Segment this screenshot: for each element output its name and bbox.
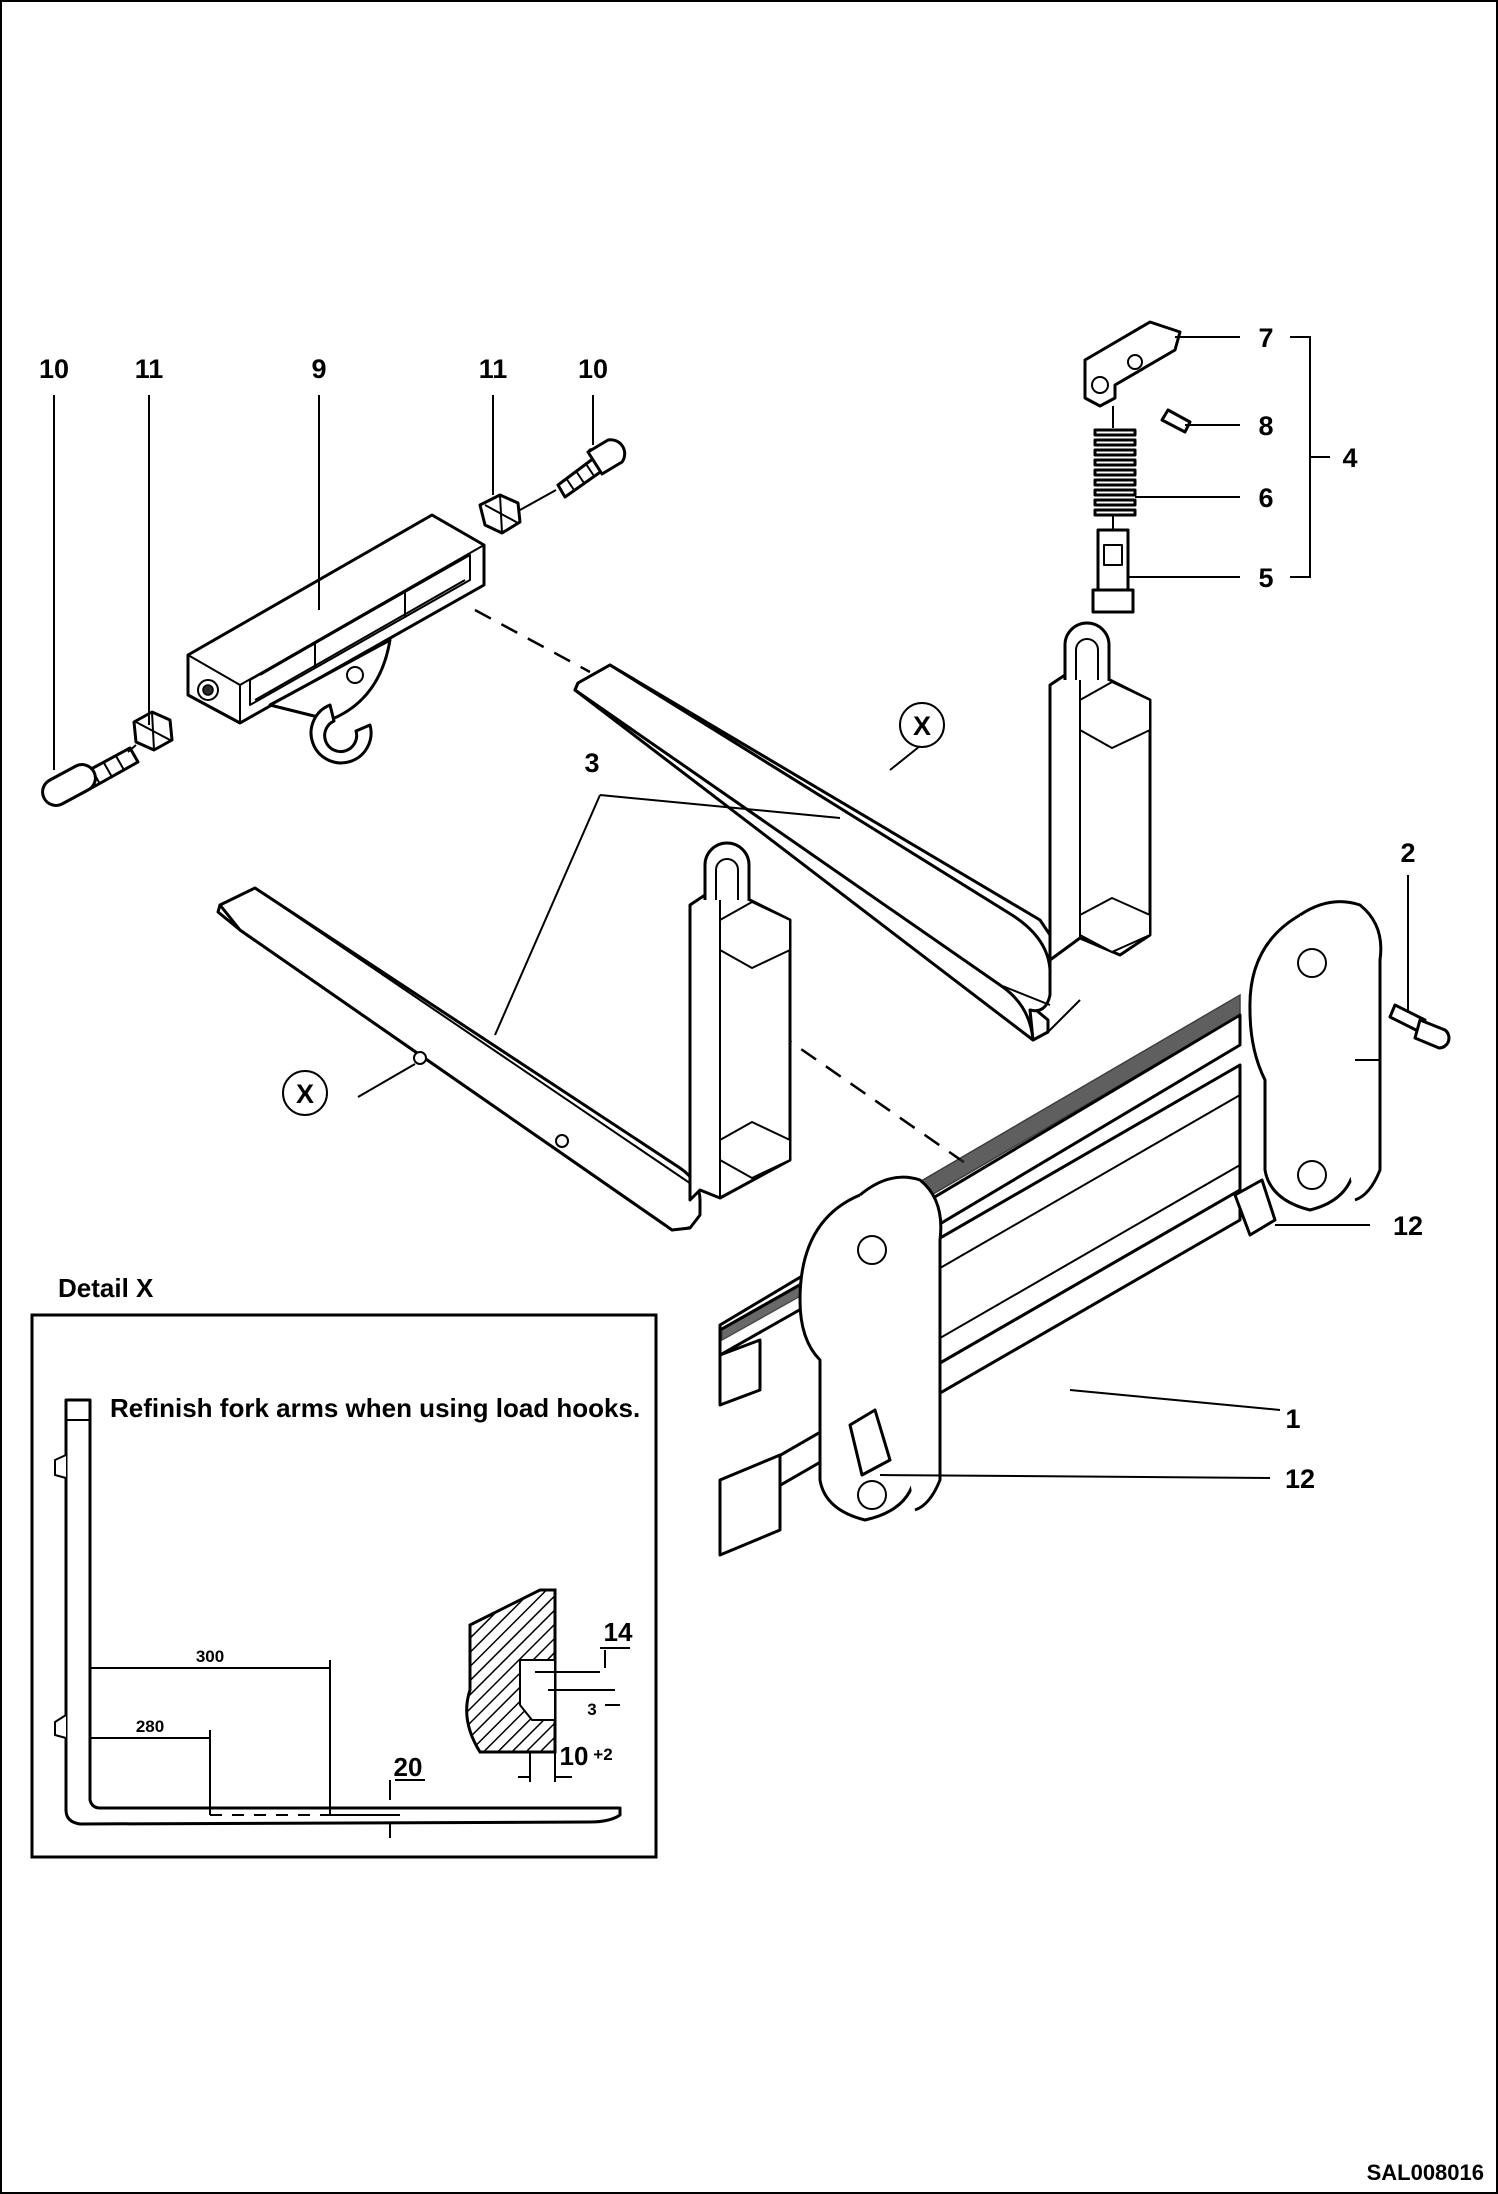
detail-x-panel: Detail X Refinish fork arms when using l… bbox=[30, 1273, 658, 1859]
fork-profile-icon bbox=[54, 1398, 622, 1826]
svg-text:X: X bbox=[296, 1079, 314, 1109]
detail-box bbox=[30, 1313, 658, 1859]
detail-title: Detail X bbox=[58, 1273, 154, 1303]
svg-text:X: X bbox=[913, 711, 931, 741]
dim-300: 300 bbox=[196, 1647, 224, 1666]
bolt-5-icon bbox=[1091, 528, 1135, 614]
detail-x-marker-front: X bbox=[282, 1070, 328, 1116]
section-view-icon: 3 bbox=[465, 1588, 620, 1782]
callout-8: 8 bbox=[1258, 411, 1273, 441]
fork-arm-rear-icon bbox=[573, 621, 1152, 1042]
bolt-right-icon bbox=[556, 438, 627, 499]
bolt-left-icon bbox=[41, 746, 140, 807]
dim-10-tolerance: +2 bbox=[593, 1745, 612, 1764]
callout-2: 2 bbox=[1400, 838, 1415, 868]
callout-12-upper: 12 bbox=[1393, 1211, 1423, 1241]
dimensions: 300 280 20 14 10 +2 bbox=[90, 1617, 633, 1838]
dim-20: 20 bbox=[394, 1752, 423, 1782]
callout-7: 7 bbox=[1258, 323, 1273, 353]
callout-11-left: 11 bbox=[135, 354, 164, 384]
callout-11-right: 11 bbox=[479, 354, 508, 384]
nut-right-icon bbox=[478, 489, 557, 535]
latch-7-icon bbox=[1083, 320, 1182, 408]
dim-small: 3 bbox=[587, 1700, 596, 1719]
dim-10: 10 bbox=[560, 1741, 589, 1771]
pin-8-icon bbox=[1160, 408, 1192, 434]
callout-6: 6 bbox=[1258, 483, 1273, 513]
alignment-line-hook bbox=[474, 608, 591, 674]
hook-body-icon bbox=[186, 513, 486, 765]
callout-12-lower: 12 bbox=[1285, 1464, 1315, 1494]
detail-x-marker-rear: X bbox=[899, 702, 945, 748]
fork-arm-front-icon bbox=[216, 841, 792, 1232]
fork-carriage-frame-icon bbox=[718, 900, 1451, 1557]
bolt-2-icon bbox=[1388, 1003, 1451, 1050]
drawing-id: SAL008016 bbox=[1367, 2160, 1484, 2185]
nut-left-icon bbox=[132, 710, 174, 752]
dim-280: 280 bbox=[136, 1717, 164, 1736]
load-hook-assembly bbox=[41, 438, 627, 807]
spring-pin-assembly bbox=[1083, 320, 1192, 614]
dim-14: 14 bbox=[604, 1617, 633, 1647]
callout-10-right: 10 bbox=[578, 354, 608, 384]
callout-10-left: 10 bbox=[39, 354, 69, 384]
callout-5: 5 bbox=[1258, 563, 1273, 593]
callout-3: 3 bbox=[584, 748, 599, 778]
callout-1: 1 bbox=[1285, 1404, 1300, 1434]
callout-9: 9 bbox=[311, 354, 326, 384]
spring-6-icon bbox=[1093, 428, 1137, 517]
callout-numbers: 10 11 9 11 10 7 8 6 5 4 2 3 12 1 12 bbox=[39, 323, 1423, 1494]
callout-4: 4 bbox=[1342, 443, 1357, 473]
detail-note: Refinish fork arms when using load hooks… bbox=[110, 1393, 640, 1423]
